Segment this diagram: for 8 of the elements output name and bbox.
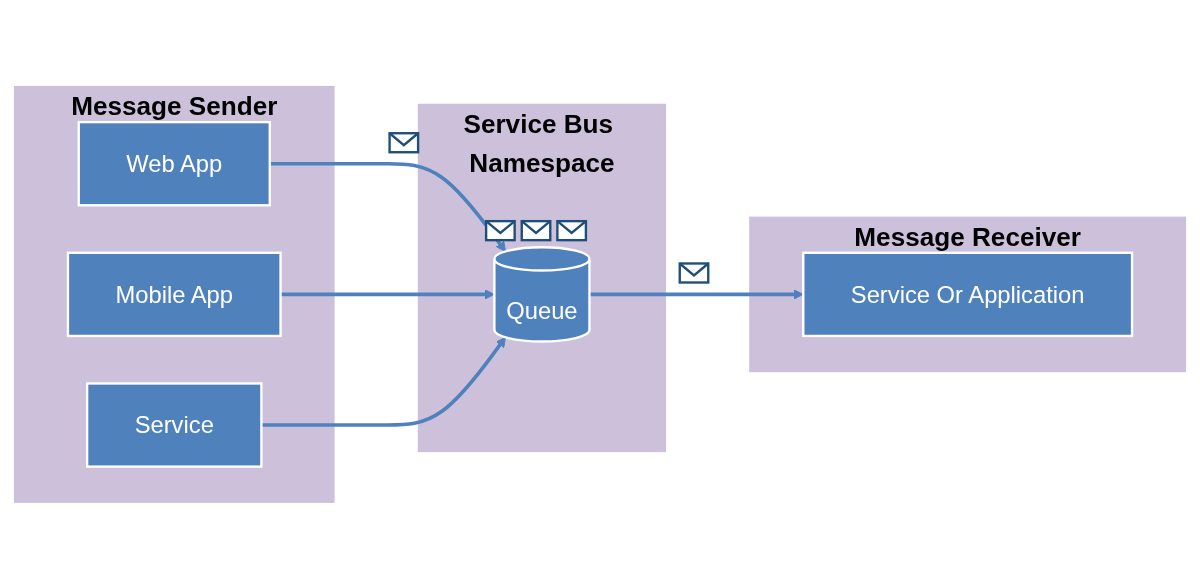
node-box: Service Or Application	[802, 251, 1134, 337]
arrow	[589, 288, 804, 300]
arrow	[280, 288, 495, 300]
node-box: Mobile App	[66, 251, 282, 337]
arrow	[261, 336, 506, 427]
node-box: Web App	[77, 120, 271, 207]
arrow	[269, 161, 506, 252]
node-box: Service	[85, 381, 263, 468]
